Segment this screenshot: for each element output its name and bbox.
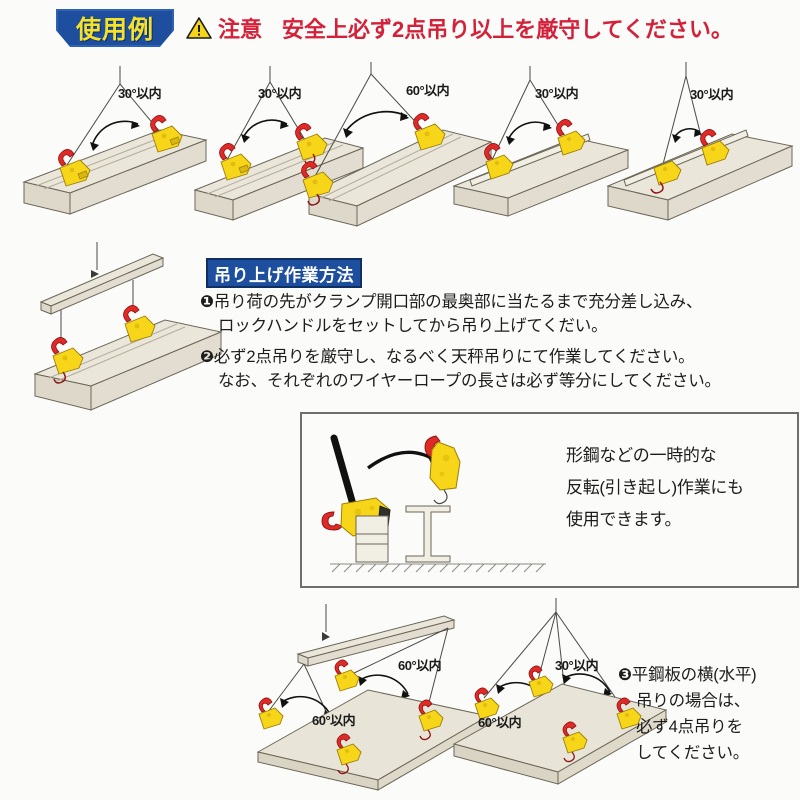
illustration-flat-plate-4point-spreader	[248, 602, 498, 797]
warning-word: 注意	[218, 17, 263, 42]
angle-label-row3-0-b: 60°以内	[312, 713, 356, 728]
clamp-right-icon	[424, 435, 461, 505]
rotation-usage-illustration	[321, 434, 546, 573]
angle-label-row1-4: 30°以内	[690, 87, 734, 102]
warning-triangle-icon	[186, 17, 212, 39]
lifting-method-item-1-line-1: ❶吊り荷の先がクランプ開口部の最奥部に当たるまで充分差し込み、	[200, 290, 800, 314]
angle-label-row1-0: 30°以内	[118, 86, 162, 101]
angle-label-row3-0-a: 60°以内	[398, 658, 442, 673]
flat-plate-note-line-3: 必ず4点吊りを	[636, 718, 743, 736]
lever-bar-icon	[330, 434, 358, 512]
lifting-method-badge: 吊り上げ作業方法	[206, 258, 362, 288]
angle-label-row1-3: 30°以内	[535, 86, 579, 101]
rotation-usage-text-line-3: 使用できます。	[566, 510, 682, 529]
angle-label-row1-1: 30°以内	[258, 86, 302, 101]
illustration-h-beam-spreader-bar-2point	[25, 240, 225, 415]
lifting-method-item-2-line-1: ❷必ず2点吊りを厳守し、なるべく天秤吊りにて作業してください。	[200, 345, 800, 369]
rotation-usage-text: 形鋼などの一時的な 反転(引き起し)作業にも 使用できます。	[566, 440, 796, 536]
lifting-method-item-2-line-2: なお、それぞれのワイヤーロープの長さは必ず等分にしてください。	[218, 372, 721, 390]
h-beam-lying-icon	[355, 515, 389, 563]
angle-label-row3-1-b: 60°以内	[478, 715, 522, 730]
rotation-usage-text-line-1: 形鋼などの一時的な	[566, 446, 717, 465]
illustration-flat-plate-4point-direct	[438, 598, 668, 798]
angle-label-row1-2: 60°以内	[406, 83, 450, 98]
illustration-h-beam-flange-2point-a	[20, 62, 210, 222]
lifting-method-badge-label: 吊り上げ作業方法	[214, 265, 354, 285]
illustration-h-beam-web-2point-wide	[295, 58, 495, 228]
lifting-method-item-2-marker: ❷	[200, 348, 214, 366]
flat-plate-note-line-1: ❸平鋼板の横(水平)	[618, 662, 798, 688]
lifting-method-item-2: ❷必ず2点吊りを厳守し、なるべく天秤吊りにて作業してください。 なお、それぞれの…	[200, 345, 800, 393]
warning-message: 安全上必ず2点吊り以上を厳守してください。	[282, 17, 733, 42]
lifting-method-item-1: ❶吊り荷の先がクランプ開口部の最奥部に当たるまで充分差し込み、 ロックハンドルを…	[200, 290, 800, 338]
usage-example-badge: 使用例	[56, 9, 174, 47]
rotation-usage-frame	[300, 412, 799, 588]
lifting-method-item-1-text-1: 吊り荷の先がクランプ開口部の最奥部に当たるまで充分差し込み、	[213, 293, 703, 311]
flat-plate-note-marker: ❸	[618, 666, 632, 684]
flat-plate-note-line-4: してください。	[636, 744, 750, 762]
ground-hatch-icon	[330, 563, 546, 573]
h-beam-upright-icon	[405, 505, 451, 563]
warning-row: 注意 安全上必ず2点吊り以上を厳守してください。	[186, 12, 733, 44]
flat-plate-note-text-1: 平鋼板の横(水平)	[631, 666, 757, 684]
lifting-method-list: ❶吊り荷の先がクランプ開口部の最奥部に当たるまで充分差し込み、 ロックハンドルを…	[200, 290, 800, 400]
illustration-channel-beam-2point-b	[600, 58, 795, 228]
rotation-usage-text-line-2: 反転(引き起し)作業にも	[566, 478, 744, 497]
flat-plate-note-line-2: 吊りの場合は、	[636, 692, 751, 710]
illustration-channel-beam-2point-a	[450, 62, 630, 222]
lifting-method-item-1-marker: ❶	[200, 293, 214, 311]
lifting-method-item-2-text-1: 必ず2点吊りを厳守し、なるべく天秤吊りにて作業してください。	[213, 348, 695, 366]
page-header: 使用例 注意 安全上必ず2点吊り以上を厳守してください。	[0, 0, 800, 58]
usage-example-badge-label: 使用例	[75, 16, 154, 44]
lifting-method-item-1-line-2: ロックハンドルをセットしてから吊り上げてくだい。	[218, 317, 608, 335]
flat-plate-note: ❸平鋼板の横(水平) 吊りの場合は、 必ず4点吊りを してください。	[618, 662, 798, 766]
illustration-h-beam-flange-2point-b	[175, 62, 365, 222]
angle-label-row3-1-a: 30°以内	[555, 658, 599, 673]
